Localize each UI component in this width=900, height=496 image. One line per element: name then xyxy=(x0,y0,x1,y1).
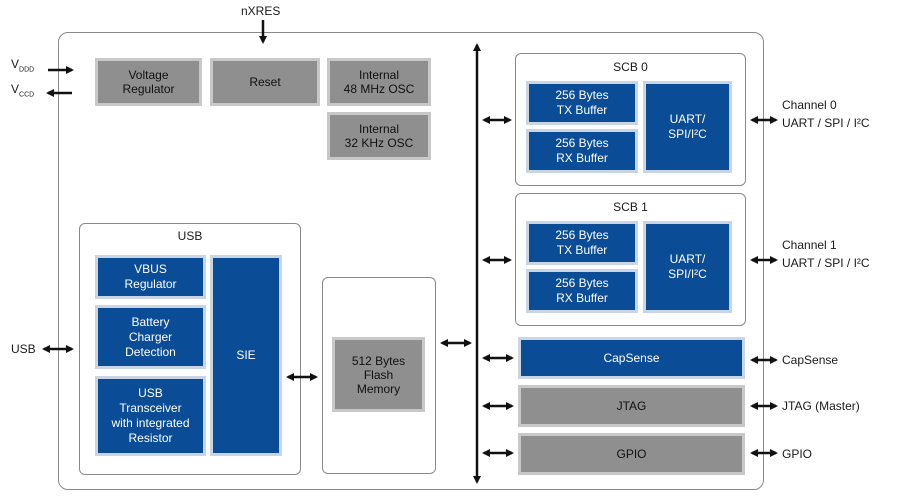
battery-charger-block: Battery Charger Detection xyxy=(95,305,206,369)
channel0-label: Channel 0 xyxy=(782,98,837,112)
capsense-pin-label: CapSense xyxy=(782,353,839,367)
osc32-block: Internal 32 KHz OSC xyxy=(327,112,431,160)
channel1-label: Channel 1 xyxy=(782,238,837,252)
gpio-block: GPIO xyxy=(518,433,745,475)
vccd-sub: CCD xyxy=(19,91,35,99)
jtag-block: JTAG xyxy=(518,385,745,427)
vbus-regulator-block: VBUS Regulator xyxy=(95,255,206,299)
scb0-tx-buffer: 256 Bytes TX Buffer xyxy=(526,81,638,125)
usb-transceiver-block: USB Transceiver with integrated Resistor xyxy=(95,376,206,456)
vccd-label: VCCD xyxy=(11,82,34,102)
channel1-sub-label: UART / SPI / I²C xyxy=(782,256,870,270)
nxres-label: nXRES xyxy=(241,4,281,18)
usb-title: USB xyxy=(177,229,203,243)
gpio-pin-label: GPIO xyxy=(782,447,813,461)
scb1-tx-buffer: 256 Bytes TX Buffer xyxy=(526,221,638,265)
vddd-main: V xyxy=(11,57,20,71)
scb1-title: SCB 1 xyxy=(613,200,648,214)
sie-block: SIE xyxy=(210,255,282,456)
jtag-pin-label: JTAG (Master) xyxy=(782,399,860,413)
capsense-block: CapSense xyxy=(518,337,745,379)
scb0-rx-buffer: 256 Bytes RX Buffer xyxy=(526,129,638,173)
vccd-main: V xyxy=(11,82,20,96)
channel0-sub-label: UART / SPI / I²C xyxy=(782,116,870,130)
scb0-uart-block: UART/ SPI/I²C xyxy=(643,81,732,173)
voltage-regulator-block: Voltage Regulator xyxy=(95,58,202,106)
reset-block: Reset xyxy=(210,58,320,106)
osc48-block: Internal 48 MHz OSC xyxy=(327,58,431,106)
flash-memory-block: 512 Bytes Flash Memory xyxy=(332,337,425,412)
scb0-title: SCB 0 xyxy=(613,60,648,74)
vddd-label: VDDD xyxy=(11,57,34,77)
usb-pin-label: USB xyxy=(11,342,36,356)
vddd-sub: DDD xyxy=(19,66,35,74)
scb1-uart-block: UART/ SPI/I²C xyxy=(643,221,732,313)
scb1-rx-buffer: 256 Bytes RX Buffer xyxy=(526,269,638,313)
